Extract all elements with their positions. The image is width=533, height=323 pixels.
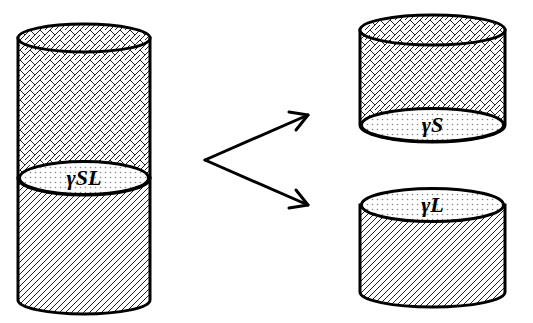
- ellipse-outline: [20, 162, 149, 195]
- arrow-head: [289, 112, 308, 130]
- surface-tension-label: γSL: [67, 167, 102, 189]
- interface-ellipse: γS: [360, 107, 505, 143]
- split-arrows: [205, 112, 308, 208]
- surface-tension-label: γS: [422, 114, 443, 136]
- arrow-head: [289, 190, 308, 208]
- surface-tension-label: γL: [421, 194, 444, 216]
- solid-body: [18, 38, 150, 195]
- solid-top: [360, 15, 505, 45]
- interface-ellipse: γSL: [18, 160, 150, 196]
- liquid-body: [18, 178, 150, 314]
- interface-ellipse: γL: [360, 187, 505, 223]
- solid-top: [18, 24, 150, 52]
- ellipse-outline: [362, 189, 504, 222]
- ellipse-outline: [362, 109, 504, 142]
- arrow-shaft: [205, 160, 308, 205]
- solid-body: [360, 30, 505, 142]
- arrow-shaft: [205, 115, 308, 160]
